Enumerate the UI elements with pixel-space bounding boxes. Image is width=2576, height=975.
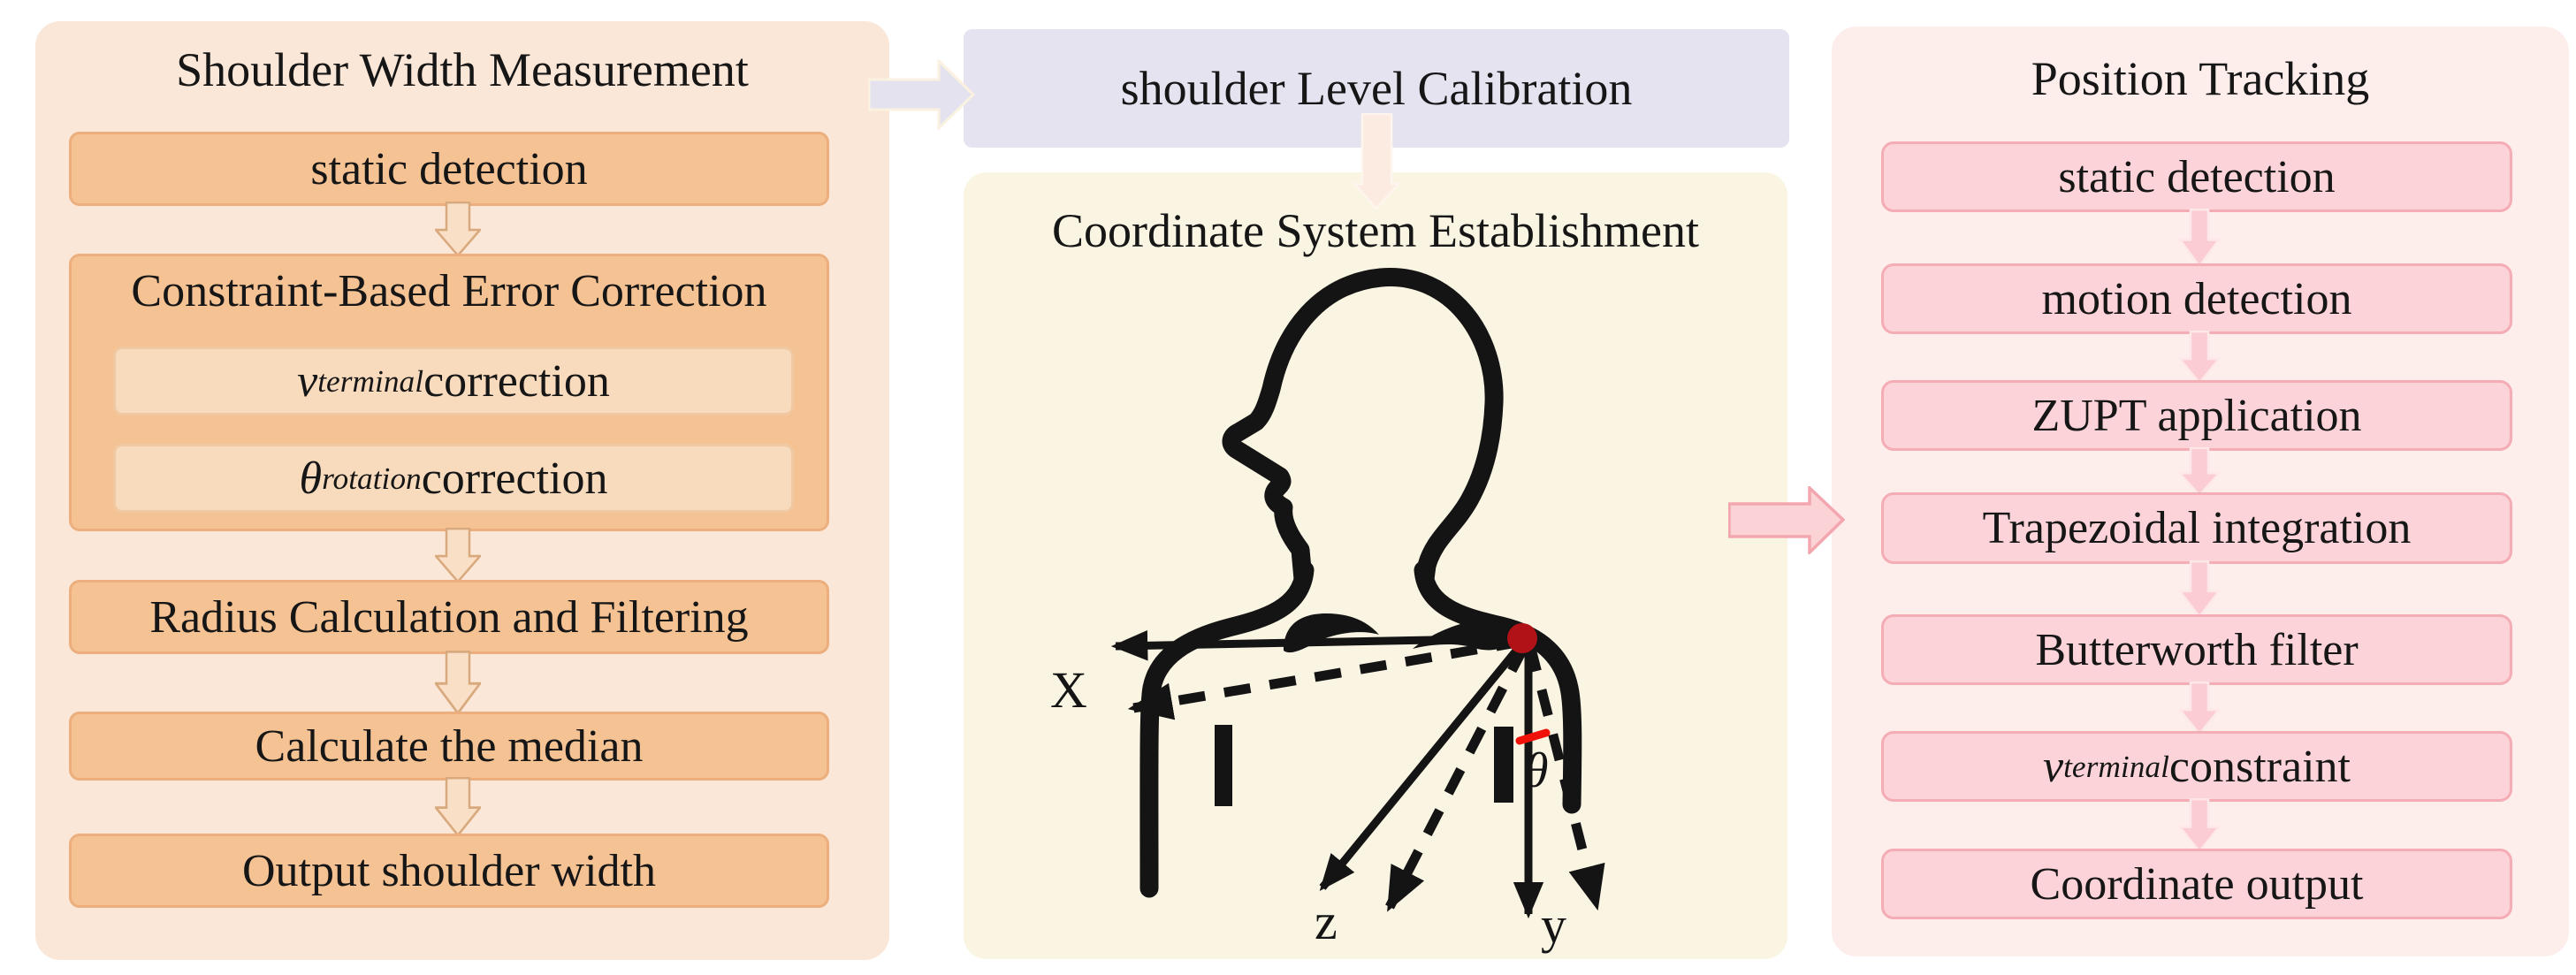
flow-arrow-down-icon [2179, 331, 2220, 384]
math-subscript: terminal [317, 363, 424, 399]
flow-step-label: correction [423, 355, 610, 407]
right-shoulder-arm-outline [1414, 560, 1582, 814]
flow-step-coordinate-output: Coordinate output [1881, 849, 2512, 919]
axis-x-label: X [1050, 661, 1087, 719]
axis-y-label: y [1541, 896, 1566, 954]
flow-step-label: Coordinate output [2030, 858, 2364, 910]
transition-arrow-down-icon [1353, 113, 1399, 209]
flow-step-radius-calculation: Radius Calculation and Filtering [69, 580, 829, 654]
shoulder-width-panel-title: Shoulder Width Measurement [176, 43, 749, 96]
flow-step-butterworth-filter: Butterworth filter [1881, 614, 2512, 685]
angle-theta-label: θ [1524, 743, 1549, 798]
head-outline [1222, 268, 1504, 589]
flow-step-zupt-application: ZUPT application [1881, 380, 2512, 451]
constraint-error-correction-title: Constraint-Based Error Correction [131, 266, 767, 316]
flow-step-label: Calculate the median [255, 720, 644, 772]
flow-step-trapezoidal-integration: Trapezoidal integration [1881, 492, 2512, 564]
left-sensor-bar [1215, 725, 1232, 806]
shoulder-level-calibration-title: shoulder Level Calibration [1120, 62, 1633, 115]
flow-arrow-down-icon [435, 777, 481, 836]
math-var-v: v [297, 355, 318, 407]
axis-z-line [1319, 643, 1524, 892]
math-var-v: v [2043, 741, 2064, 792]
flow-step-motion-detection: motion detection [1881, 263, 2512, 334]
flow-step-label: Trapezoidal integration [1982, 503, 2412, 553]
flow-arrow-down-icon [2179, 560, 2220, 618]
flow-arrow-down-icon [435, 651, 481, 714]
flow-step-label: correction [421, 453, 608, 504]
transition-arrow-right-icon [868, 59, 975, 130]
origin-dot [1507, 623, 1537, 653]
flow-step-label: Output shoulder width [242, 845, 656, 896]
human-figure-coordinate-diagram: X z y θ [1050, 268, 1605, 954]
right-sensor-bar [1494, 727, 1513, 803]
flow-step-label: static detection [310, 143, 588, 194]
axis-z-dashed-line [1385, 644, 1528, 912]
flow-step-label: constraint [2168, 741, 2351, 792]
position-tracking-title: Position Tracking [2031, 52, 2370, 105]
flow-arrow-down-icon [2179, 682, 2220, 735]
transition-arrow-right-icon [1728, 486, 1845, 554]
flow-arrow-down-icon [2179, 209, 2220, 267]
flow-step-label: motion detection [2041, 273, 2352, 324]
axis-x-dashed-line [1127, 636, 1523, 720]
flow-step-label: static detection [2058, 151, 2336, 202]
flow-arrow-down-icon [435, 528, 481, 583]
flow-step-label: Radius Calculation and Filtering [149, 591, 749, 643]
coordinate-system-title: Coordinate System Establishment [1052, 204, 1699, 257]
flow-step-static-detection: static detection [69, 132, 829, 206]
flow-step-static-detection: static detection [1881, 141, 2512, 212]
axis-x-line [1110, 630, 1523, 661]
flow-step-label: Butterworth filter [2035, 624, 2359, 675]
axis-z-label: z [1315, 893, 1338, 950]
clavicle-left-shape [1284, 613, 1379, 653]
angle-tick [1515, 728, 1551, 745]
flow-step-label: ZUPT application [2031, 390, 2362, 441]
flow-step-output-shoulder-width: Output shoulder width [69, 834, 829, 908]
flow-step-calculate-median: Calculate the median [69, 712, 829, 781]
left-shoulder-arm-outline [1139, 560, 1315, 898]
flow-arrow-down-icon [2179, 798, 2220, 852]
math-subscript: rotation [322, 461, 422, 496]
math-subscript: terminal [2063, 749, 2169, 784]
flow-arrow-down-icon [435, 202, 481, 256]
flow-arrow-down-icon [2179, 447, 2220, 496]
math-var-theta: θ [299, 453, 323, 504]
